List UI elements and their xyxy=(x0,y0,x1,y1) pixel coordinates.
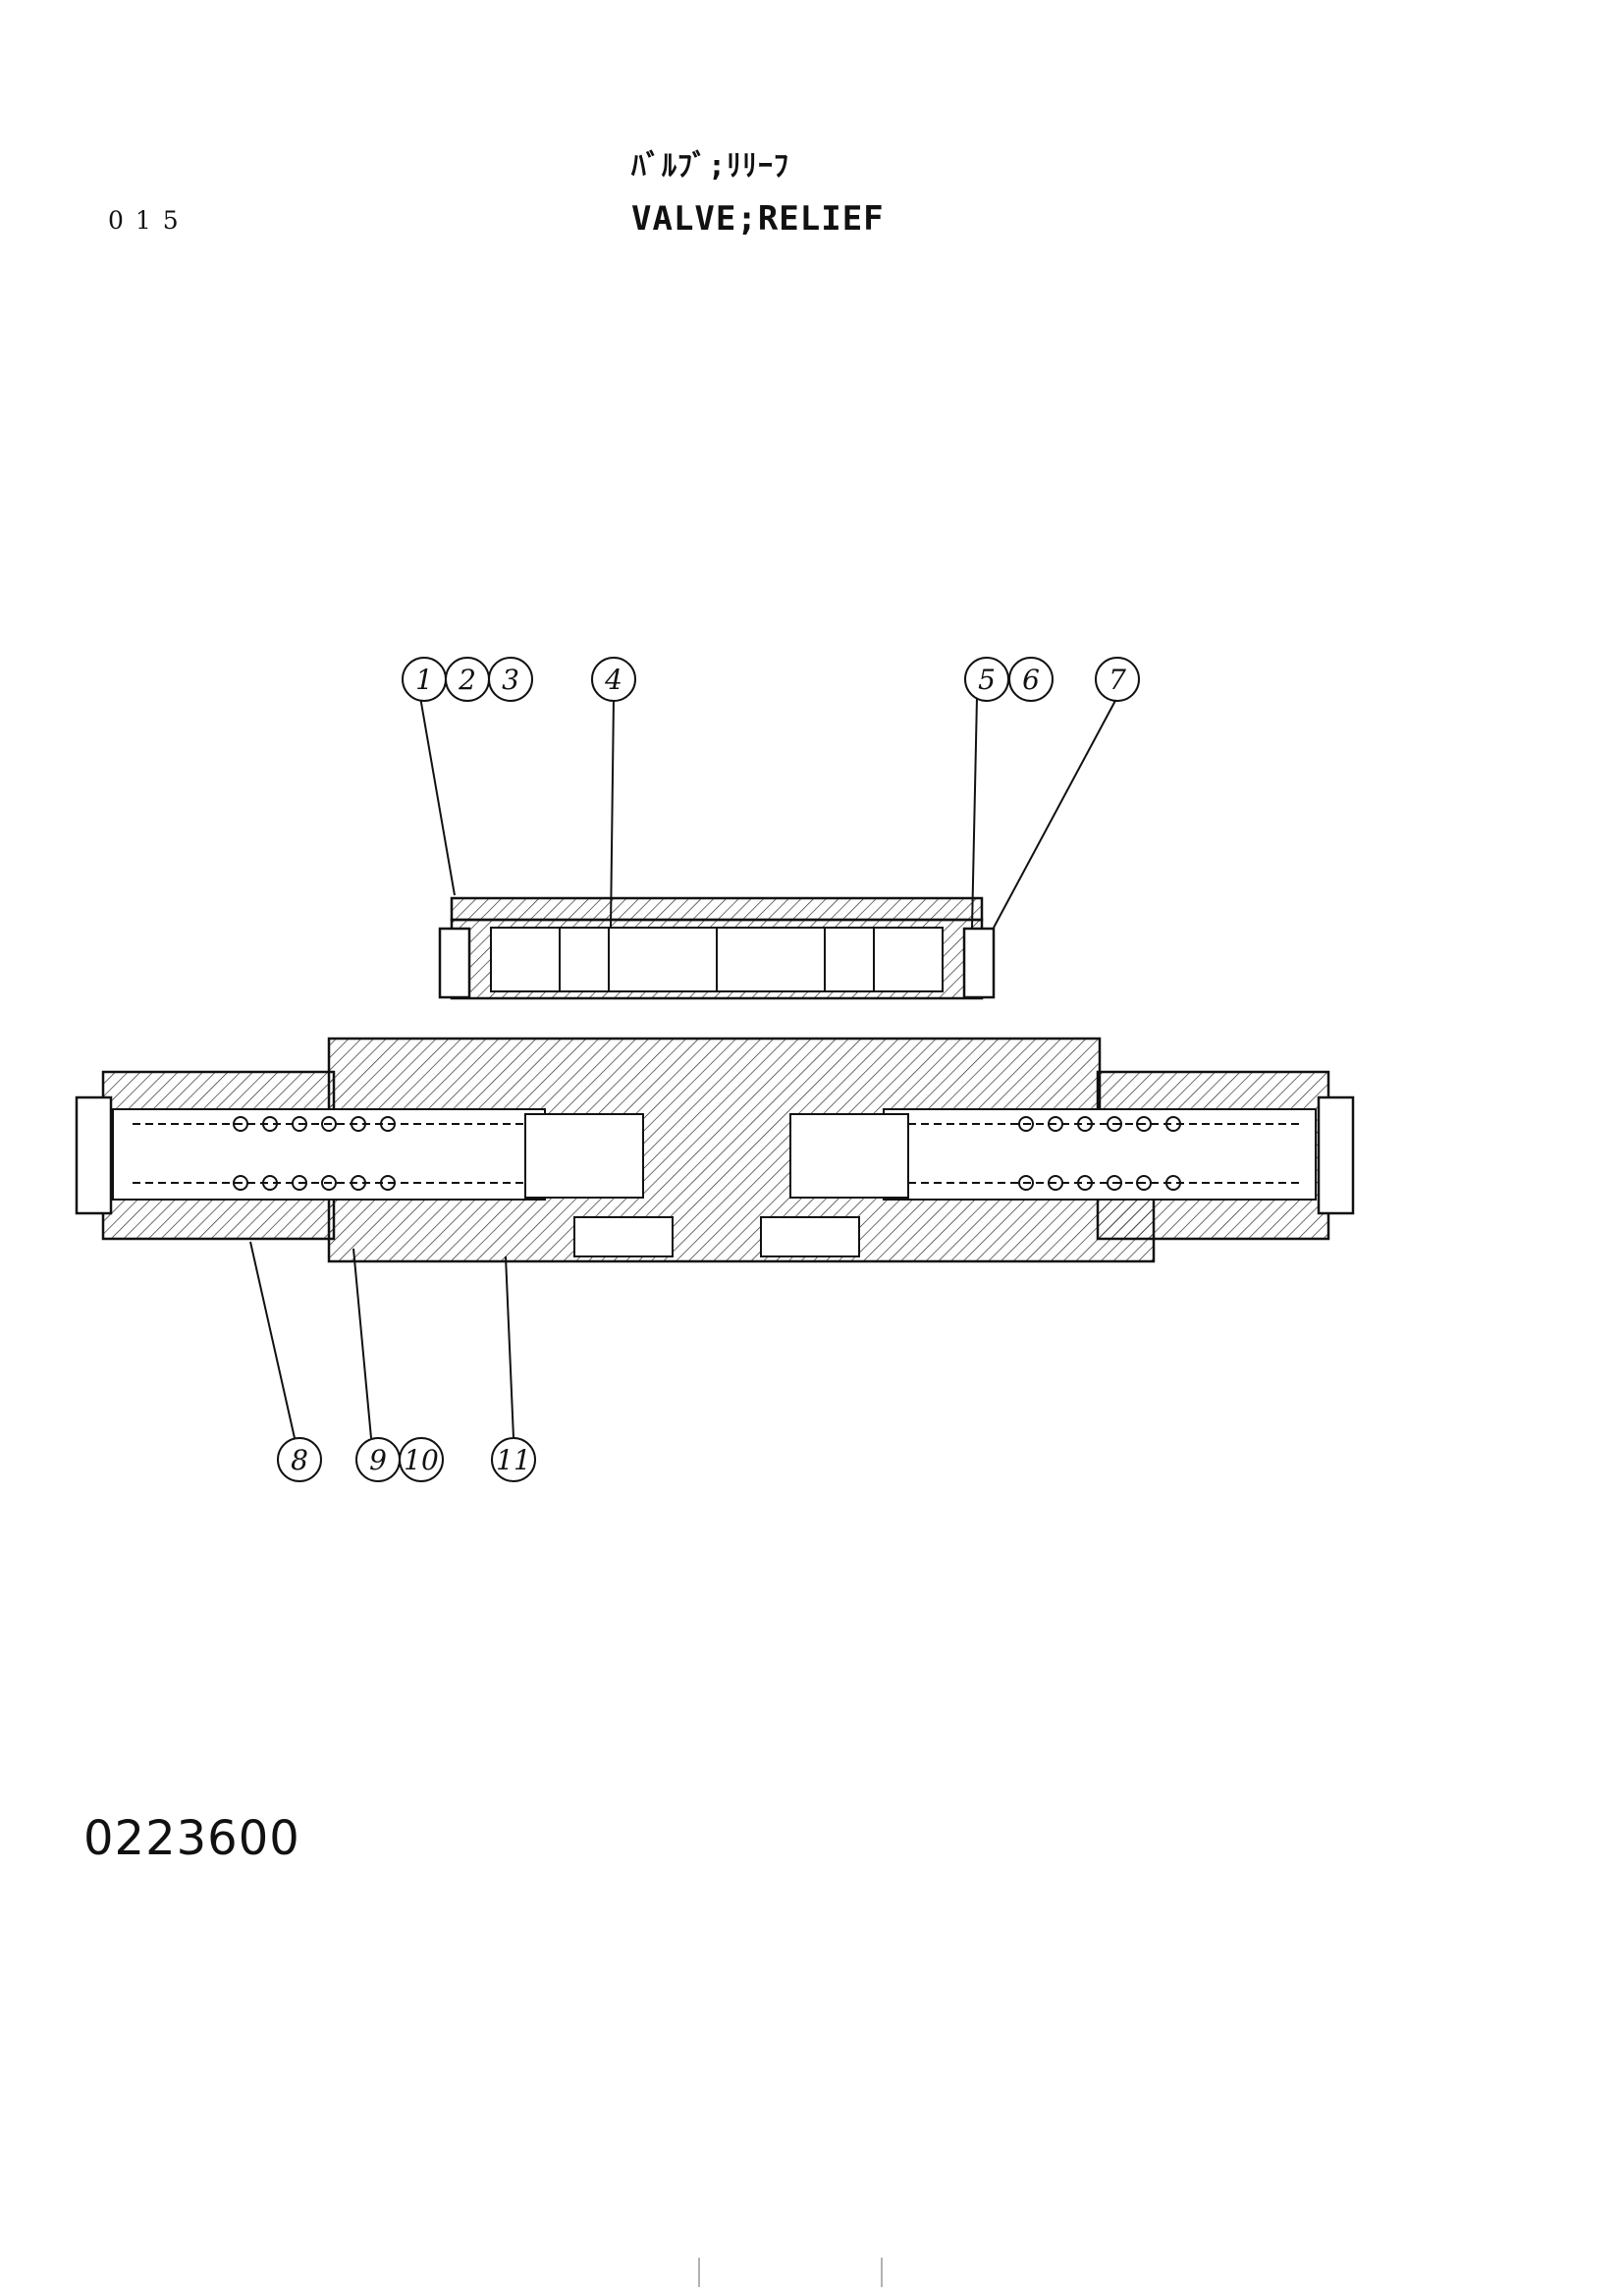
callout-10-label: 10 xyxy=(404,1444,439,1476)
central-bore xyxy=(490,927,944,992)
callout-3-label: 3 xyxy=(502,664,519,696)
callout-7-label: 7 xyxy=(1109,664,1126,696)
callout-1-label: 1 xyxy=(415,664,433,696)
left-spool-bore xyxy=(112,1108,674,1257)
callout-4-label: 4 xyxy=(604,664,622,696)
callout-6-label: 6 xyxy=(1022,664,1040,696)
callout-2-label: 2 xyxy=(458,664,476,696)
leader-lines xyxy=(249,696,1118,1439)
right-spool-bore xyxy=(760,1108,1317,1257)
page-number: 015 xyxy=(108,206,190,235)
scan-artifacts xyxy=(698,2258,883,2287)
callout-circles xyxy=(277,657,1140,1482)
title-english: VALVE;RELIEF xyxy=(631,199,885,239)
callout-9-label: 9 xyxy=(369,1444,387,1476)
relief-valve-cross-section-diagram: 1 2 3 4 5 6 7 8 9 10 11 xyxy=(75,657,1355,1482)
end-plugs xyxy=(75,927,1355,1215)
title-japanese: ﾊﾞﾙﾌﾞ;ﾘﾘｰﾌ xyxy=(631,149,790,184)
part-number: 0223600 xyxy=(83,1811,300,1866)
callout-5-label: 5 xyxy=(978,664,996,696)
callout-11-label: 11 xyxy=(496,1444,531,1476)
callout-8-label: 8 xyxy=(291,1444,308,1476)
